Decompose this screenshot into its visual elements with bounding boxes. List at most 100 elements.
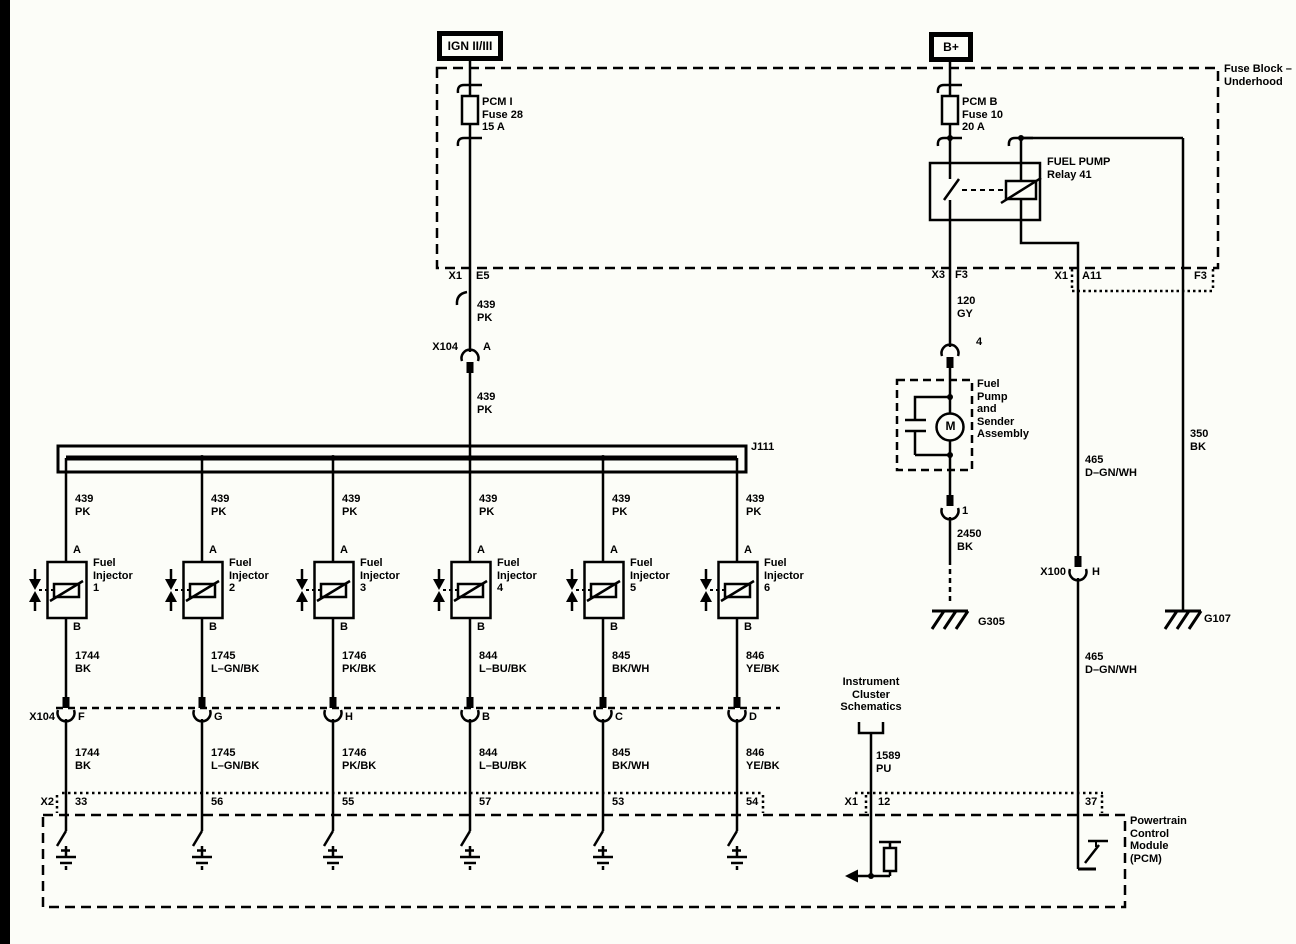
fuse-block-underhood-outline [435, 66, 1220, 293]
pcm-i-fuse-label: PCM I Fuse 28 15 A [482, 96, 523, 133]
inj3-pin-b: B [340, 621, 348, 633]
inj4-circuit-lower: 844 L–BU/BK [479, 747, 527, 772]
wire-465-lower-label: 465 D–GN/WH [1085, 651, 1137, 676]
inj3-name: Fuel Injector 3 [360, 557, 400, 594]
pcm-pin12-monitor-circuit [845, 733, 901, 883]
wire-1589-label: 1589 PU [876, 750, 901, 775]
fuel-pump-assembly-symbol [895, 343, 974, 631]
inj4-x104-pin: B [482, 711, 490, 723]
x104-row-connector-label: X104 [29, 711, 55, 723]
wire-439-lower-label: 439 PK [477, 391, 496, 416]
exit-f3-connector-label: X3 [931, 269, 945, 281]
instrument-cluster-reference: Instrument Cluster Schematics [840, 676, 902, 713]
inj6-pin-a: A [744, 544, 752, 556]
exit-f3-right-pin-label: F3 [1194, 270, 1207, 282]
j111-splice-pack [56, 444, 748, 474]
inj2-pin-b: B [209, 621, 217, 633]
inj2-wire-439: 439 PK [211, 493, 230, 518]
pcm-b-fuse-label: PCM B Fuse 10 20 A [962, 96, 1003, 133]
inj5-circuit-upper: 845 BK/WH [612, 650, 650, 675]
exit-e5-pin-label: E5 [476, 270, 490, 282]
inj4-wire-439: 439 PK [479, 493, 498, 518]
relay-output-465-wire [1068, 554, 1088, 793]
inj2-circuit-upper: 1745 L–GN/BK [211, 650, 260, 675]
ground-g107-label: G107 [1204, 613, 1231, 625]
ignition-source-box: IGN II/III [437, 31, 503, 61]
inj5-x104-pin: C [615, 711, 623, 723]
wire-350-label: 350 BK [1190, 428, 1209, 453]
inj4-circuit-upper: 844 L–BU/BK [479, 650, 527, 675]
inj5-pin-b: B [610, 621, 618, 633]
inj6-circuit-lower: 846 YE/BK [746, 747, 780, 772]
pcm-x2-label: X2 [40, 796, 54, 808]
inj3-x104-pin: H [345, 711, 353, 723]
inj6-pin-b: B [744, 621, 752, 633]
pump-pin4-label: 4 [976, 336, 983, 348]
wire-120-label: 120 GY [957, 295, 976, 320]
inj3-circuit-upper: 1746 PK/BK [342, 650, 377, 675]
battery-source-box: B+ [929, 32, 973, 62]
inj1-pcm-pin: 33 [75, 796, 88, 808]
ignition-feed-circuit [455, 61, 484, 458]
inj6-wire-439: 439 PK [746, 493, 765, 518]
inj4-pcm-pin: 57 [479, 796, 492, 808]
fuel-pump-assembly-label: Fuel Pump and Sender Assembly [977, 378, 1029, 440]
pcm-pin37-relay-driver [1076, 793, 1108, 871]
inj5-name: Fuel Injector 5 [630, 557, 670, 594]
inj1-wire-439: 439 PK [75, 493, 94, 518]
inj2-x104-pin: G [214, 711, 223, 723]
pcm-outline [41, 813, 1127, 909]
battery-feed-circuit [936, 61, 1203, 631]
motor-symbol-label: M [945, 419, 956, 433]
exit-e5-connector-label: X1 [448, 270, 462, 282]
pcm-pin12-label: 12 [878, 796, 891, 808]
inj3-circuit-lower: 1746 PK/BK [342, 747, 377, 772]
inj4-pin-a: A [477, 544, 485, 556]
inj3-pcm-pin: 55 [342, 796, 355, 808]
wire-439-upper-label: 439 PK [477, 299, 496, 324]
inj5-pcm-pin: 53 [612, 796, 625, 808]
pcm-x1-label: X1 [844, 796, 858, 808]
inj6-pcm-pin: 54 [746, 796, 759, 808]
inj2-pin-a: A [209, 544, 217, 556]
inj3-pin-a: A [340, 544, 348, 556]
inj5-circuit-lower: 845 BK/WH [612, 747, 650, 772]
inj2-name: Fuel Injector 2 [229, 557, 269, 594]
ground-g305-label: G305 [978, 616, 1005, 628]
inj5-wire-439: 439 PK [612, 493, 631, 518]
inj6-x104-pin: D [749, 711, 757, 723]
inj1-pin-b: B [73, 621, 81, 633]
inj4-pin-b: B [477, 621, 485, 633]
exit-a11-pin-label: A11 [1082, 270, 1102, 282]
inj1-name: Fuel Injector 1 [93, 557, 133, 594]
fuel-pump-relay-symbol [928, 161, 1080, 557]
exit-a11-connector-label: X1 [1054, 270, 1068, 282]
x100-connector-label: X100 [1040, 566, 1066, 578]
wire-2450-label: 2450 BK [957, 528, 982, 553]
inj4-name: Fuel Injector 4 [497, 557, 537, 594]
inj1-x104-pin: F [78, 711, 85, 723]
inj1-circuit-lower: 1744 BK [75, 747, 100, 772]
inj6-circuit-upper: 846 YE/BK [746, 650, 780, 675]
inj6-name: Fuel Injector 6 [764, 557, 804, 594]
inj1-circuit-upper: 1744 BK [75, 650, 100, 675]
fuse-block-title: Fuse Block – Underhood [1224, 63, 1292, 88]
exit-f3-pin-label: F3 [955, 269, 968, 281]
fuel-pump-relay-label: FUEL PUMP Relay 41 [1047, 156, 1111, 181]
j111-splice-label: J111 [751, 441, 775, 453]
inj2-circuit-lower: 1745 L–GN/BK [211, 747, 260, 772]
x104-a-connector-label: X104 [432, 341, 458, 353]
instrument-cluster-ref-bracket [857, 722, 885, 735]
x104-a-pin-label: A [483, 341, 491, 353]
x100-pin-label: H [1092, 566, 1100, 578]
inj1-pin-a: A [73, 544, 81, 556]
inj2-pcm-pin: 56 [211, 796, 224, 808]
pcm-connector-face-lines [55, 791, 1104, 813]
scan-edge-bar [0, 0, 10, 944]
pcm-title: Powertrain Control Module (PCM) [1130, 815, 1187, 865]
pcm-pin37-label: 37 [1085, 796, 1098, 808]
inj5-pin-a: A [610, 544, 618, 556]
wire-465-upper-label: 465 D–GN/WH [1085, 454, 1137, 479]
